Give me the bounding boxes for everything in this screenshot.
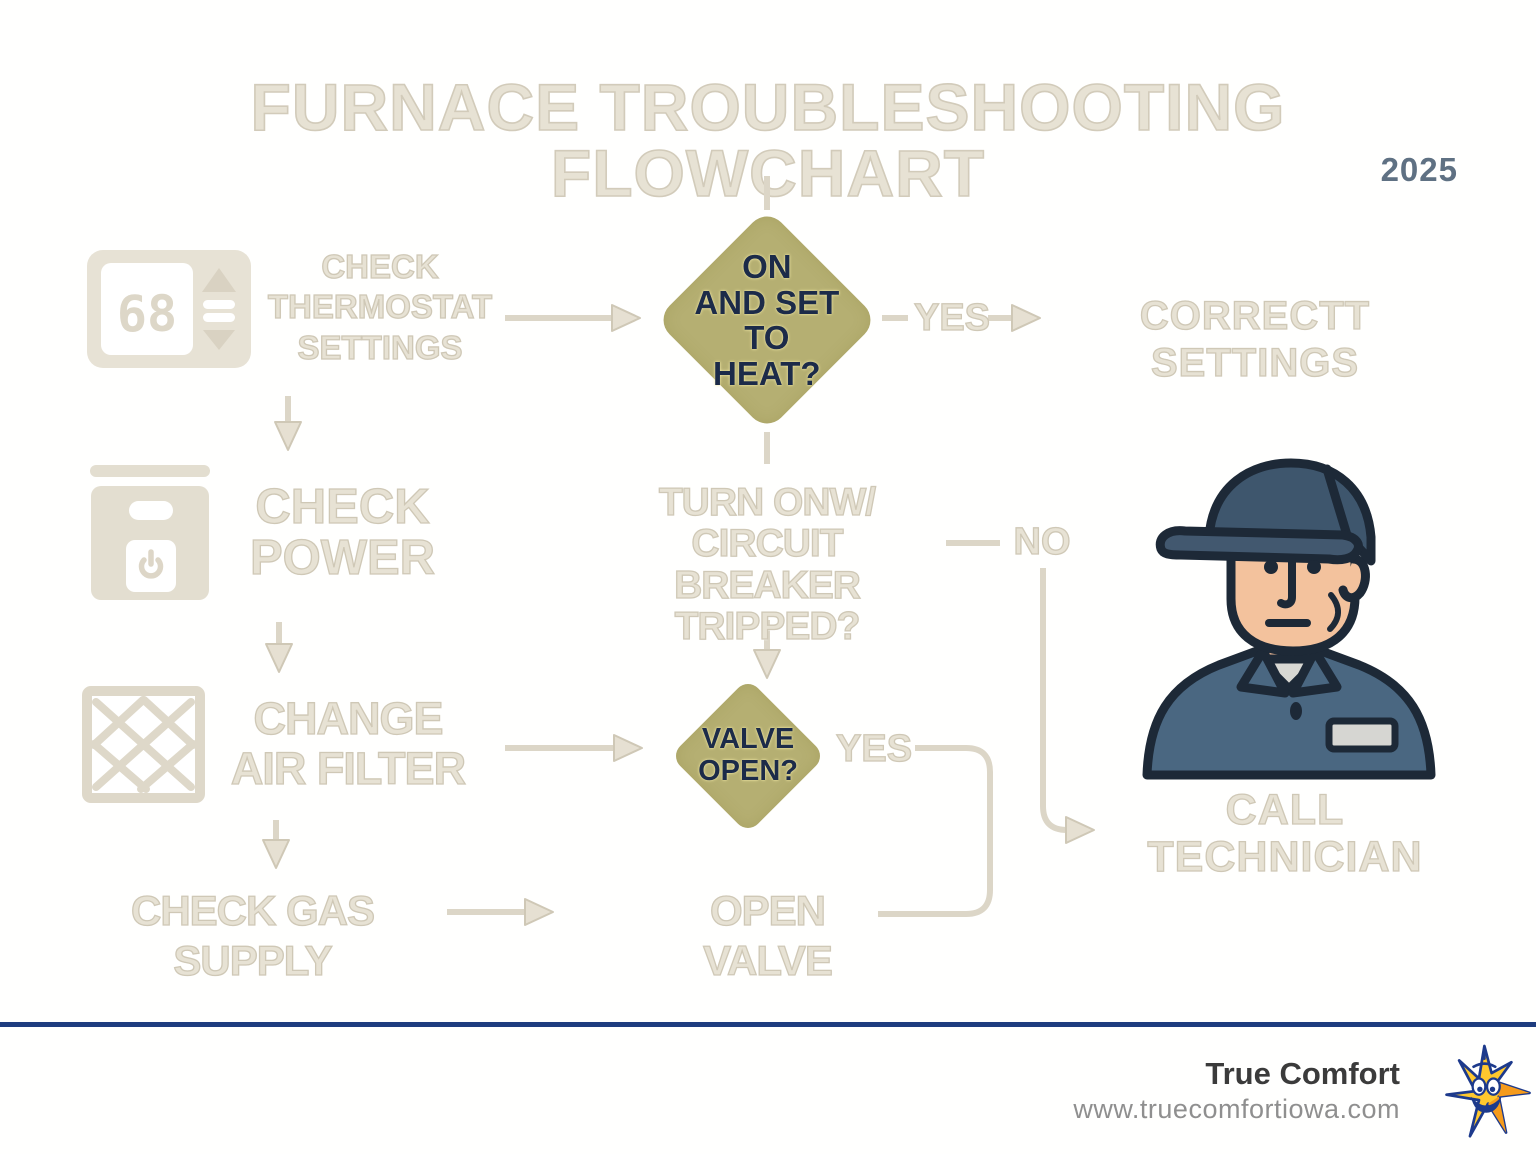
- connector-no-to-technician: [1040, 568, 1068, 833]
- step-check-power-label: CHECK POWER: [249, 480, 436, 586]
- thermostat-up-icon: [202, 268, 236, 292]
- arrowhead-filter-down: [262, 839, 290, 869]
- arrowhead-into-valve-diamond: [613, 734, 643, 762]
- technician-name-tag: [1325, 717, 1399, 753]
- branch-yes-2-label: YES: [835, 727, 913, 770]
- thermostat-display: 68: [117, 285, 177, 343]
- decision-valve-open: VALVE OPEN?: [670, 678, 826, 834]
- arrowhead-breaker-to-valve: [753, 649, 781, 679]
- star-shading-2: [1497, 1082, 1530, 1097]
- technician-illustration: [1142, 458, 1436, 780]
- step-check-thermostat-label: CHECK THERMOSTAT SETTINGS: [267, 247, 493, 366]
- star-face: [1470, 1050, 1502, 1113]
- thermostat-down-icon: [203, 330, 235, 350]
- technician-cheek-line: [1327, 592, 1341, 632]
- technician-eye-right: [1307, 560, 1321, 574]
- step-change-air-filter-label: CHANGE AIR FILTER: [230, 693, 466, 795]
- technician-button: [1290, 702, 1302, 720]
- footer-divider: [0, 1022, 1536, 1027]
- technician-cap-seam: [1322, 464, 1352, 540]
- technician-collar-left: [1236, 646, 1290, 698]
- outcome-call-technician-label: CALL TECHNICIAN: [1147, 786, 1423, 882]
- arrowhead-no-to-technician: [1065, 816, 1095, 844]
- power-switch-icon: [90, 465, 210, 600]
- thermostat-icon: 68: [87, 250, 251, 368]
- decision-valve-open-label: VALVE OPEN?: [698, 723, 798, 787]
- outcome-correct-settings-label: CORRECTT SETTINGS: [1139, 293, 1371, 386]
- arrowhead-gas-to-open-valve: [524, 898, 554, 926]
- arrowhead-into-heat-diamond: [611, 304, 641, 332]
- page-title: FURNACE TROUBLESHOOTING FLOWCHART: [250, 70, 1286, 210]
- technician-ear: [1338, 554, 1370, 603]
- branch-yes-1-label: YES: [913, 296, 991, 339]
- branch-no-label: NO: [1013, 520, 1071, 563]
- year-label: 2025: [1380, 151, 1458, 188]
- action-open-valve-label: OPEN VALVE: [702, 886, 833, 984]
- brand-name: True Comfort: [1205, 1056, 1400, 1091]
- brand-website: www.truecomfortiowa.com: [1073, 1094, 1400, 1124]
- decision-on-and-set-to-heat: ON AND SET TO HEAT?: [655, 208, 879, 432]
- technician-cap-brim: [1155, 526, 1363, 565]
- step-check-gas-supply-label: CHECK GAS SUPPLY: [130, 886, 375, 984]
- connector-yes2-to-open-valve: [878, 745, 993, 917]
- technician-collar-right: [1288, 646, 1342, 698]
- arrowhead-thermostat-down: [274, 421, 302, 451]
- star-mascot-logo: [1445, 1044, 1531, 1138]
- technician-eye-left: [1264, 560, 1278, 574]
- question-circuit-breaker-label: TURN ONW/ CIRCUIT BREAKER TRIPPED?: [658, 481, 877, 648]
- technician-nose: [1277, 555, 1296, 609]
- air-filter-icon: [82, 686, 205, 803]
- arrowhead-yes-to-correct: [1011, 304, 1041, 332]
- arrowhead-power-down: [265, 643, 293, 673]
- decision-on-and-set-to-heat-label: ON AND SET TO HEAT?: [694, 247, 840, 392]
